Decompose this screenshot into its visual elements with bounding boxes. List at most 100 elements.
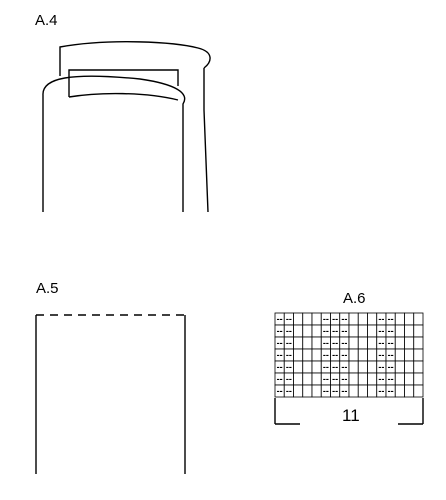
purl-symbol: -- bbox=[286, 362, 292, 372]
chart-cell bbox=[404, 336, 415, 350]
chart-cell bbox=[302, 348, 313, 362]
chart-cell bbox=[293, 348, 304, 362]
chart-cell bbox=[348, 384, 359, 398]
chart-cell bbox=[413, 384, 424, 398]
chart-cell bbox=[302, 336, 313, 350]
purl-symbol: -- bbox=[323, 338, 329, 348]
chart-cell bbox=[293, 324, 304, 338]
purl-symbol: -- bbox=[341, 374, 347, 384]
chart-cell bbox=[357, 372, 368, 386]
chart-cell bbox=[302, 360, 313, 374]
chart-cell bbox=[293, 372, 304, 386]
chart-cell bbox=[357, 312, 368, 326]
a5-panel-outline bbox=[35, 314, 186, 474]
chart-cell bbox=[413, 324, 424, 338]
purl-symbol: -- bbox=[332, 362, 338, 372]
chart-cell bbox=[302, 384, 313, 398]
purl-symbol: -- bbox=[286, 374, 292, 384]
chart-cell bbox=[394, 312, 405, 326]
chart-cell bbox=[394, 372, 405, 386]
purl-symbol: -- bbox=[323, 374, 329, 384]
purl-symbol: -- bbox=[277, 314, 283, 324]
purl-symbol: -- bbox=[277, 350, 283, 360]
purl-symbol: -- bbox=[341, 338, 347, 348]
purl-symbol: -- bbox=[323, 314, 329, 324]
figure-label-a5: A.5 bbox=[36, 280, 59, 297]
chart-cell bbox=[367, 336, 378, 350]
purl-symbol: -- bbox=[323, 386, 329, 396]
chart-cell bbox=[394, 336, 405, 350]
chart-cell bbox=[413, 312, 424, 326]
a6-repeat-bracket bbox=[274, 398, 424, 425]
chart-cell bbox=[302, 324, 313, 338]
purl-symbol: -- bbox=[332, 350, 338, 360]
chart-cell bbox=[302, 372, 313, 386]
purl-symbol: -- bbox=[388, 314, 394, 324]
purl-symbol: -- bbox=[341, 362, 347, 372]
chart-cell bbox=[348, 336, 359, 350]
purl-symbol: -- bbox=[378, 374, 384, 384]
purl-symbol: -- bbox=[388, 386, 394, 396]
chart-cell bbox=[311, 360, 322, 374]
purl-symbol: -- bbox=[277, 362, 283, 372]
chart-cell bbox=[311, 312, 322, 326]
purl-symbol: -- bbox=[332, 326, 338, 336]
chart-cell bbox=[357, 384, 368, 398]
purl-symbol: -- bbox=[286, 350, 292, 360]
purl-symbol: -- bbox=[378, 362, 384, 372]
purl-symbol: -- bbox=[277, 386, 283, 396]
chart-cell bbox=[367, 384, 378, 398]
purl-symbol: -- bbox=[378, 386, 384, 396]
chart-cell bbox=[357, 324, 368, 338]
purl-symbol: -- bbox=[332, 386, 338, 396]
chart-cell bbox=[367, 324, 378, 338]
chart-cell bbox=[348, 348, 359, 362]
purl-symbol: -- bbox=[286, 326, 292, 336]
chart-cell bbox=[348, 360, 359, 374]
purl-symbol: -- bbox=[388, 374, 394, 384]
purl-symbol: -- bbox=[388, 326, 394, 336]
purl-symbol: -- bbox=[341, 314, 347, 324]
figure-label-a6: A.6 bbox=[343, 290, 366, 307]
purl-symbol: -- bbox=[277, 338, 283, 348]
chart-cell bbox=[394, 384, 405, 398]
a6-chart-grid: ----------------------------------------… bbox=[274, 312, 424, 398]
chart-cell bbox=[404, 372, 415, 386]
purl-symbol: -- bbox=[378, 338, 384, 348]
chart-cell bbox=[348, 372, 359, 386]
purl-symbol: -- bbox=[323, 326, 329, 336]
chart-cell bbox=[311, 336, 322, 350]
purl-symbol: -- bbox=[323, 362, 329, 372]
purl-symbol: -- bbox=[378, 326, 384, 336]
purl-symbol: -- bbox=[341, 326, 347, 336]
chart-cell bbox=[413, 360, 424, 374]
chart-cell bbox=[413, 336, 424, 350]
chart-cell bbox=[348, 312, 359, 326]
figure-label-a4: A.4 bbox=[35, 12, 58, 29]
chart-cell bbox=[404, 324, 415, 338]
purl-symbol: -- bbox=[341, 350, 347, 360]
purl-symbol: -- bbox=[388, 362, 394, 372]
a4-rolled-sheet bbox=[42, 41, 211, 213]
chart-cell bbox=[367, 348, 378, 362]
chart-cell bbox=[367, 360, 378, 374]
purl-symbol: -- bbox=[286, 386, 292, 396]
purl-symbol: -- bbox=[332, 374, 338, 384]
purl-symbol: -- bbox=[388, 338, 394, 348]
chart-cell bbox=[357, 336, 368, 350]
purl-symbol: -- bbox=[277, 326, 283, 336]
stitch-count-label: 11 bbox=[342, 406, 360, 425]
chart-cell bbox=[293, 336, 304, 350]
chart-cell bbox=[413, 372, 424, 386]
chart-cell bbox=[357, 348, 368, 362]
purl-symbol: -- bbox=[332, 338, 338, 348]
chart-cell bbox=[311, 324, 322, 338]
chart-cell bbox=[394, 324, 405, 338]
chart-cell bbox=[404, 312, 415, 326]
purl-symbol: -- bbox=[388, 350, 394, 360]
chart-cell bbox=[311, 372, 322, 386]
purl-symbol: -- bbox=[332, 314, 338, 324]
chart-cell bbox=[293, 384, 304, 398]
chart-cell bbox=[367, 372, 378, 386]
